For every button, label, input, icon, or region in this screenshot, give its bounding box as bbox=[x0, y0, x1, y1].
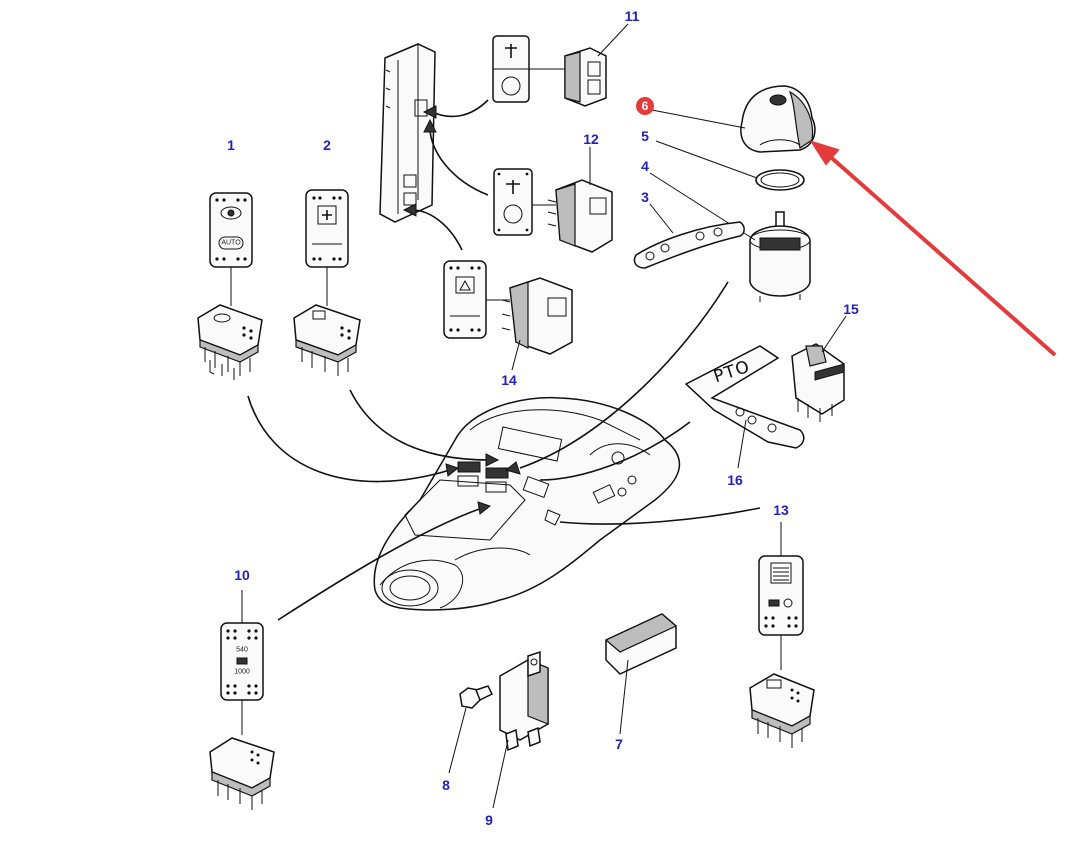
part-9-relay-module bbox=[492, 650, 549, 809]
part-1-switch-panel bbox=[209, 192, 253, 306]
part-10-switch-panel bbox=[220, 590, 264, 735]
callout-15: 15 bbox=[843, 301, 859, 317]
callout-7: 7 bbox=[615, 736, 623, 752]
connection-arrows bbox=[247, 99, 761, 621]
callout-2: 2 bbox=[323, 137, 331, 153]
part-11-switch-panel bbox=[492, 35, 530, 103]
callout-16: 16 bbox=[727, 472, 743, 488]
part-8-bolt bbox=[448, 685, 494, 774]
part-13-switch-panel bbox=[758, 522, 804, 670]
callout-1: 1 bbox=[227, 137, 235, 153]
part-15-rocker-switch bbox=[791, 315, 847, 422]
console-body bbox=[373, 396, 681, 611]
part-11-switch-body bbox=[529, 23, 629, 107]
highlight-arrow bbox=[809, 140, 1057, 357]
part-16-pto-decal bbox=[684, 345, 805, 469]
part-6-knob-cap bbox=[651, 85, 816, 153]
part-3-decal-plate bbox=[633, 203, 745, 269]
part-10-rocker-switch bbox=[209, 737, 275, 810]
part-7-blanking-cover bbox=[604, 613, 678, 735]
callout-9: 9 bbox=[485, 812, 493, 828]
callout-12: 12 bbox=[583, 131, 599, 147]
part-2-rocker-switch bbox=[293, 304, 361, 376]
callout-11: 11 bbox=[624, 8, 640, 24]
callout-4: 4 bbox=[641, 158, 649, 174]
part-14-switch-body bbox=[486, 277, 573, 371]
callout-14: 14 bbox=[501, 372, 517, 388]
part-12-switch-body bbox=[532, 147, 613, 253]
callout-3: 3 bbox=[641, 189, 649, 205]
callout-10: 10 bbox=[234, 567, 250, 583]
callout-13: 13 bbox=[773, 502, 789, 518]
pillar-trim-panel bbox=[379, 43, 436, 223]
part-1-rocker-switch bbox=[197, 304, 263, 380]
callout-5: 5 bbox=[641, 128, 649, 144]
auto-label: AUTO bbox=[221, 239, 241, 247]
callout-6-highlighted: 6 bbox=[636, 97, 654, 115]
part-14-switch-panel bbox=[443, 260, 487, 339]
callout-8: 8 bbox=[442, 777, 450, 793]
speed-540-label: 540 bbox=[236, 646, 248, 654]
part-12-switch-panel bbox=[493, 168, 533, 236]
part-2-switch-panel bbox=[305, 189, 349, 306]
part-5-retaining-ring bbox=[655, 140, 805, 191]
speed-1000-label: 1000 bbox=[234, 668, 250, 676]
part-13-rocker-switch bbox=[749, 673, 815, 748]
